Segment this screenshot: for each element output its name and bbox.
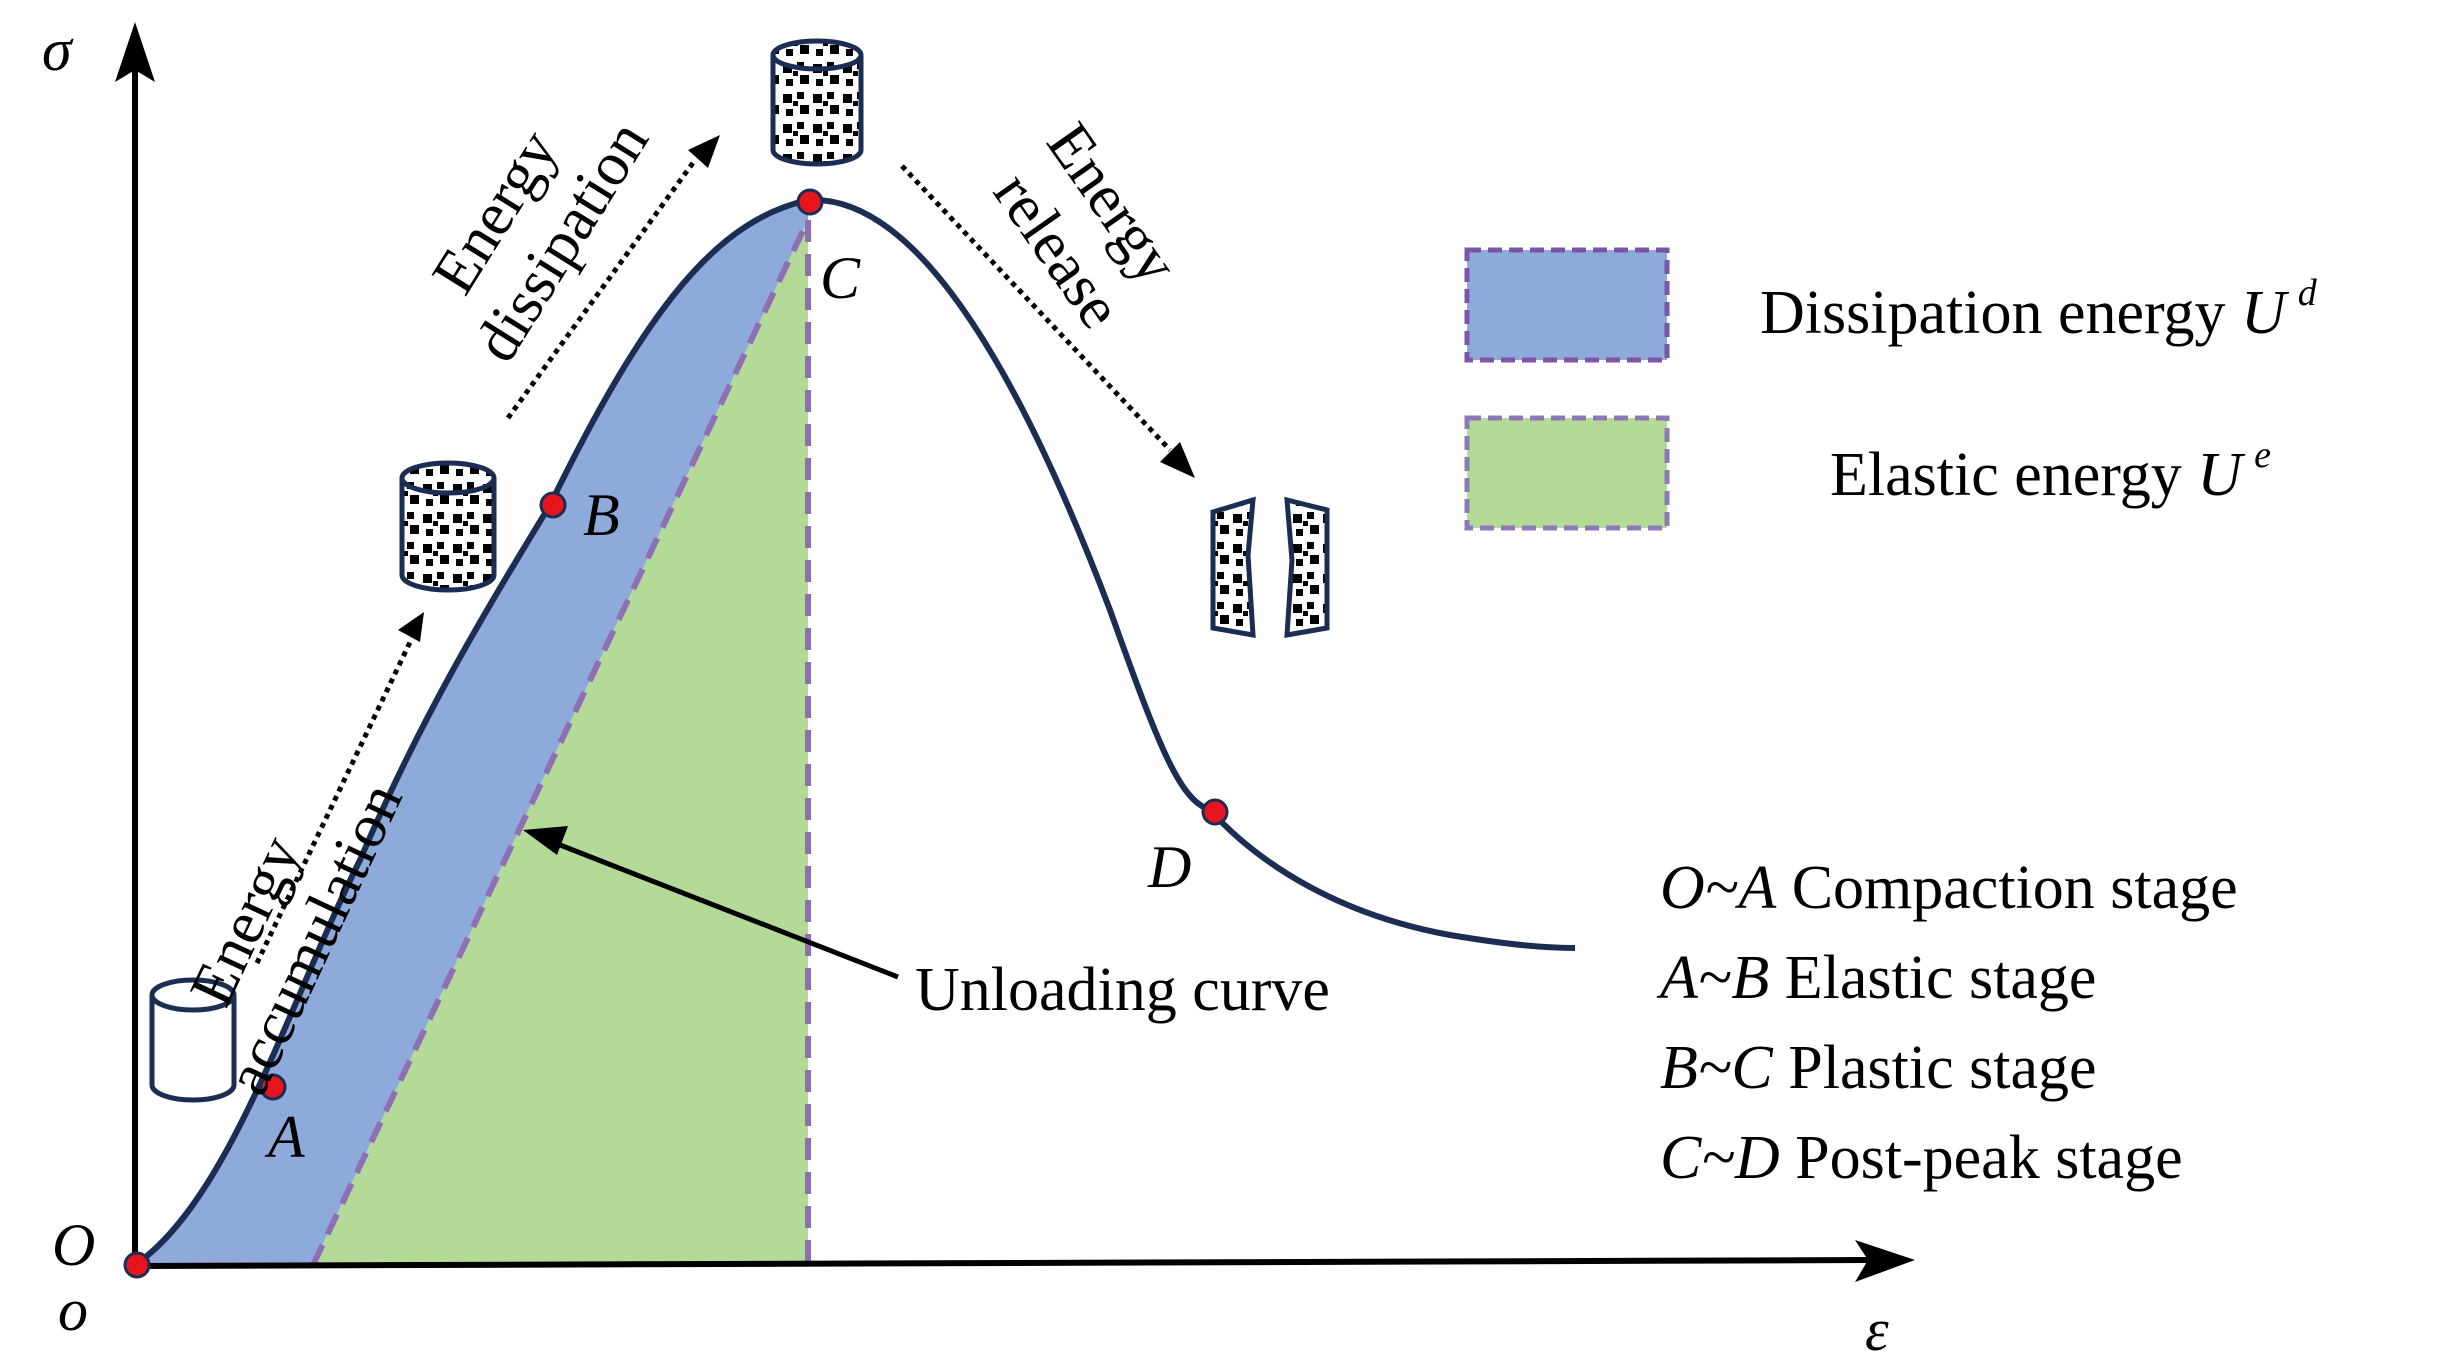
stage-CD: C~D Post-peak stage — [1660, 1124, 2183, 1192]
point-D — [1201, 798, 1229, 826]
cracked-specimen-icon-b — [399, 460, 497, 593]
fractured-specimen-icon — [1210, 496, 1330, 639]
unloading-pointer-arrowhead — [523, 826, 568, 855]
stage-BC: B~C Plastic stage — [1660, 1034, 2097, 1102]
dissipation-energy-area — [135, 200, 808, 1265]
point-D-label: D — [1147, 834, 1191, 900]
point-O-label: O — [52, 1212, 95, 1278]
x-axis — [134, 1257, 1871, 1269]
dissipation-arrowhead — [688, 135, 720, 168]
x-axis-arrowhead — [1855, 1240, 1915, 1282]
release-arrowhead — [1160, 442, 1195, 478]
dissipation-arrow — [505, 158, 698, 420]
cracked-specimen-icon-c — [770, 38, 864, 167]
unloading-line — [310, 218, 811, 1267]
stress-strain-curve — [133, 196, 1576, 1268]
point-C — [796, 188, 824, 216]
point-B-label: B — [583, 482, 620, 548]
x-axis-label: ε — [1865, 1297, 1889, 1363]
stage-OA: O~A Compaction stage — [1660, 854, 2238, 922]
origin-label-lower: o — [58, 1277, 88, 1343]
legend-elastic-swatch — [1464, 415, 1670, 531]
unloading-pointer-line — [554, 840, 899, 980]
legend-dissipation-swatch — [1464, 247, 1670, 363]
unloading-curve-label: Unloading curve — [915, 956, 1330, 1024]
y-axis-label: σ — [42, 17, 74, 83]
point-A — [259, 1073, 287, 1101]
point-C-label: C — [820, 245, 861, 311]
intact-specimen-icon — [149, 977, 237, 1103]
accumulation-arrowhead — [398, 612, 424, 642]
stage-AB: A~B Elastic stage — [1656, 944, 2096, 1012]
point-B — [539, 491, 567, 519]
y-axis-arrowhead — [115, 22, 155, 82]
accumulation-arrow — [254, 636, 415, 965]
point-A-label: A — [264, 1104, 305, 1170]
point-O — [123, 1251, 151, 1279]
